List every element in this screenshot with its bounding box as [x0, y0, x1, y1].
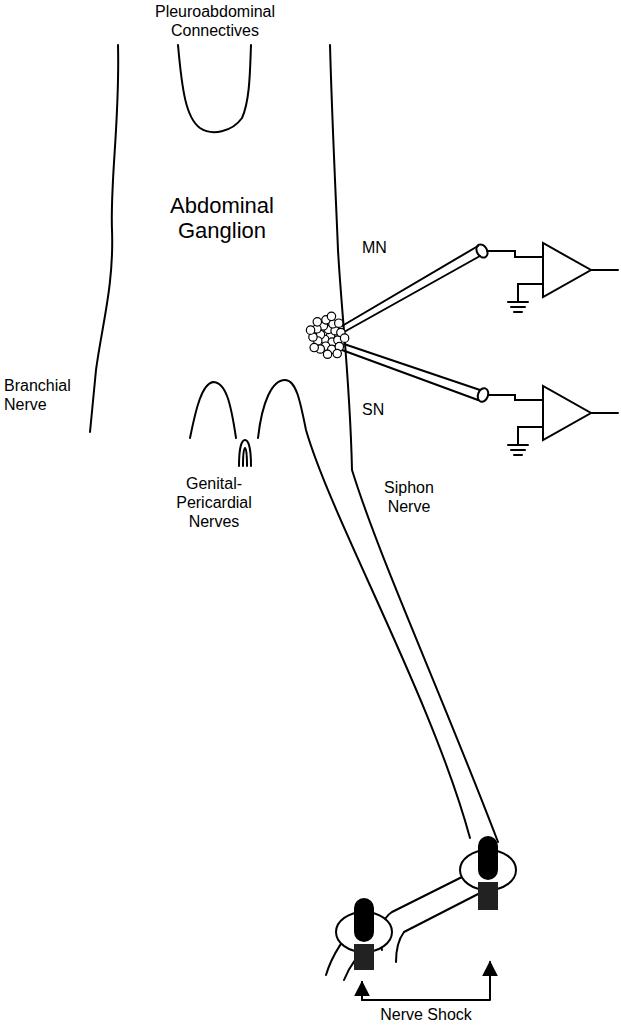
siphon-nerve — [380, 872, 482, 962]
nerve-label: Genital-Pericardial Nerves — [168, 474, 260, 532]
electrode-label: SN — [362, 400, 402, 419]
nerve-root — [258, 380, 470, 838]
stimulating-electrode — [354, 944, 374, 970]
nerve-root — [190, 382, 236, 438]
neuron-cell — [313, 318, 321, 326]
amplifier-symbol — [543, 243, 591, 297]
stimulus-leader — [361, 982, 363, 1000]
neuron-cell — [310, 343, 318, 351]
electrode-label: MN — [362, 238, 402, 257]
ganglion-outline — [90, 45, 118, 432]
small-nerve — [239, 440, 251, 466]
neuron-cell — [327, 312, 335, 320]
nerve-label: Branchial Nerve — [4, 376, 86, 414]
stimulating-electrode — [354, 898, 374, 942]
ganglion-region: Abdominal Ganglion — [142, 189, 302, 248]
ganglion-outline — [330, 45, 498, 842]
region-label: Abdominal Ganglion — [142, 193, 302, 244]
wire — [488, 395, 618, 455]
neuron-cell — [306, 326, 314, 334]
stimulating-electrode — [478, 836, 498, 880]
wire — [487, 251, 618, 312]
sn-electrode — [342, 344, 480, 400]
neuron-cell — [340, 334, 348, 342]
small-nerve — [243, 448, 247, 466]
stimulus-leader — [362, 962, 490, 1000]
stimulating-electrode — [478, 882, 498, 910]
stimulus-label: Nerve Shock — [366, 1005, 486, 1024]
amplifier-symbol — [543, 386, 591, 440]
connective-label: Pleuroabdominal Connectives — [145, 2, 285, 40]
neuron-cell — [323, 350, 331, 358]
nerve-label: Siphon Nerve — [374, 478, 444, 516]
connective-notch — [178, 45, 251, 132]
neuron-cell — [333, 349, 341, 357]
neuron-cell — [335, 319, 343, 327]
cell-cluster — [306, 312, 348, 358]
mn-electrode — [342, 246, 480, 332]
